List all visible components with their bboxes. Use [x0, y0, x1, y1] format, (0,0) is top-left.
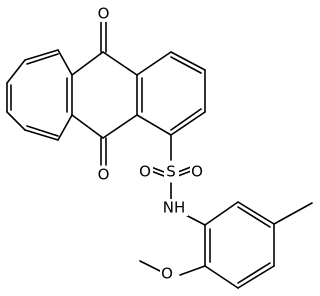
- bond: [24, 49, 59, 61]
- bond: [136, 51, 172, 76]
- bond: [24, 129, 59, 141]
- bond: [170, 56, 202, 74]
- atom-labels: O O S O O NH O: [96, 5, 205, 283]
- sulfonyl-oxygen-right-label: O: [191, 163, 203, 181]
- methoxy-oxygen-label: O: [161, 265, 173, 283]
- bond: [71, 51, 104, 76]
- bond: [177, 170, 192, 177]
- bond: [177, 166, 192, 173]
- bond: [71, 114, 104, 139]
- bond: [26, 53, 59, 65]
- oxygen-middle-label: O: [98, 166, 110, 184]
- sulfur-label: S: [166, 163, 176, 181]
- bond: [102, 51, 138, 76]
- bond: [170, 111, 206, 136]
- bond: [139, 260, 161, 272]
- bond: [273, 202, 313, 225]
- bond: [102, 114, 138, 139]
- bond: [237, 265, 275, 289]
- bond: [150, 170, 165, 177]
- bond: [26, 125, 59, 137]
- bond-lines: [6, 21, 313, 289]
- bond: [57, 49, 73, 76]
- bond: [170, 51, 206, 71]
- bond: [204, 265, 239, 289]
- bond: [237, 201, 275, 225]
- bond: [204, 201, 239, 226]
- amine-label: NH: [163, 199, 186, 217]
- bond: [150, 166, 165, 173]
- bond: [237, 262, 271, 284]
- bond: [6, 111, 26, 131]
- bond: [237, 206, 271, 228]
- bond: [170, 108, 202, 131]
- bond: [57, 114, 73, 141]
- sulfonyl-oxygen-left-label: O: [139, 163, 151, 181]
- bond: [6, 59, 26, 84]
- oxygen-top-label: O: [98, 5, 110, 23]
- bond: [179, 265, 206, 276]
- bond: [136, 114, 172, 136]
